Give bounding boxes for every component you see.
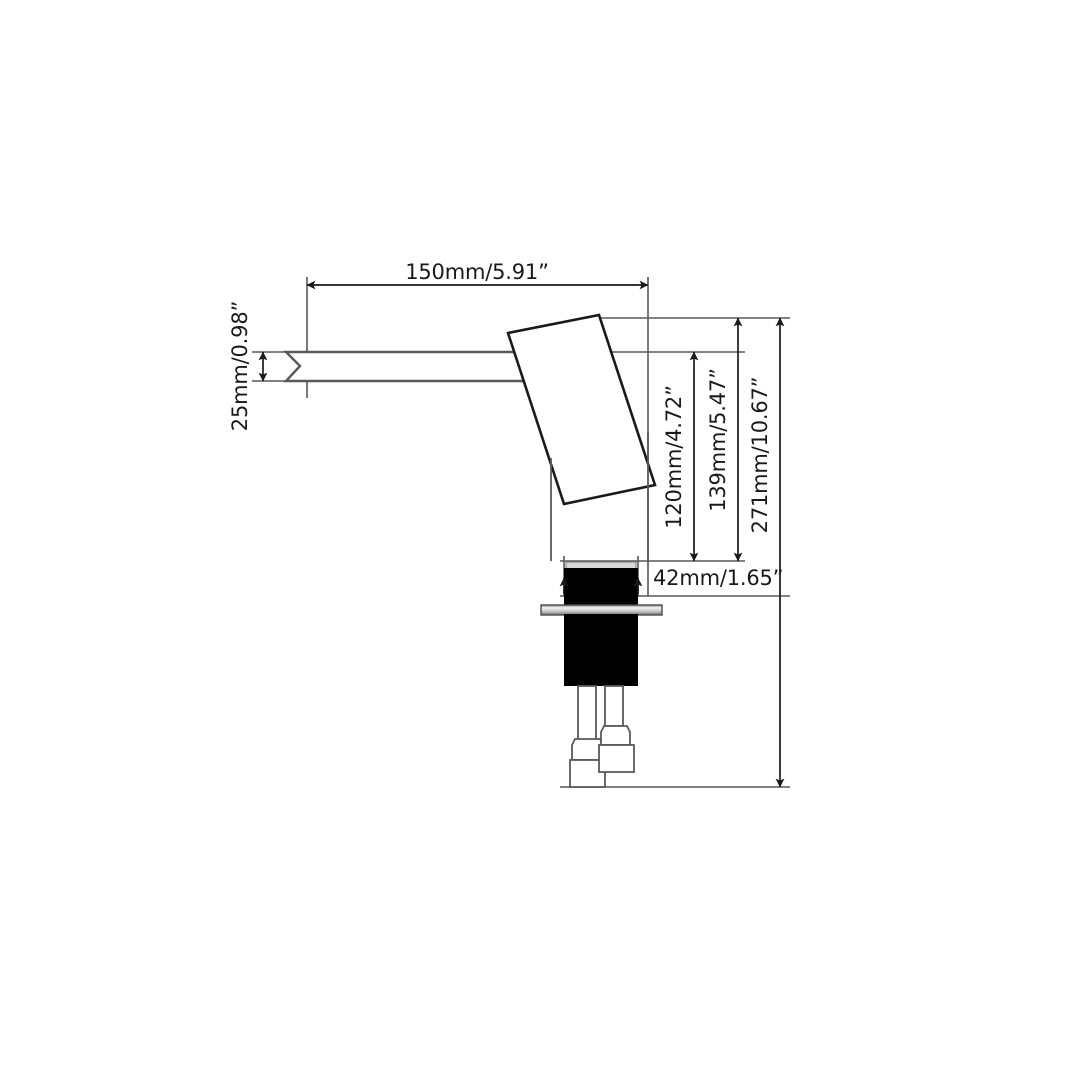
hose-right-fitting (600, 725, 631, 746)
faucet-body-geometry (283, 313, 663, 788)
hose-left-end-cap (569, 759, 606, 788)
supply-hose-left (569, 685, 606, 788)
dimension-spout-thickness: 25mm/0.98” (228, 301, 268, 431)
dimension-spout-reach: 150mm/5.91” (306, 260, 649, 290)
dimension-label-base-width: 42mm/1.65” (653, 566, 783, 590)
dimension-spout-height: 139mm/5.47” (706, 317, 743, 562)
dimension-label-spout-height: 139mm/5.47” (706, 368, 730, 512)
dimension-label-handle-height: 120mm/4.72” (662, 385, 686, 529)
dimension-total-height: 271mm/10.67” (748, 317, 785, 788)
hose-right-end-cap (598, 744, 635, 773)
dimension-label-total-height: 271mm/10.67” (748, 377, 772, 534)
faucet-stem (550, 432, 649, 561)
spout-arm (283, 350, 542, 383)
supply-hose-right (598, 685, 635, 773)
dimension-handle-height: 120mm/4.72” (662, 351, 699, 562)
dimension-label-spout-reach: 150mm/5.91” (405, 260, 549, 284)
body-upper-block (564, 568, 638, 608)
body-lower-block (564, 614, 638, 686)
handle-lever (506, 313, 657, 506)
mounting-flange (540, 604, 663, 616)
dimension-base-width: 42mm/1.65” (559, 566, 784, 594)
body-top-highlight (565, 561, 637, 570)
dimension-label-spout-thickness: 25mm/0.98” (228, 301, 252, 431)
hose-right-tube (604, 685, 624, 727)
